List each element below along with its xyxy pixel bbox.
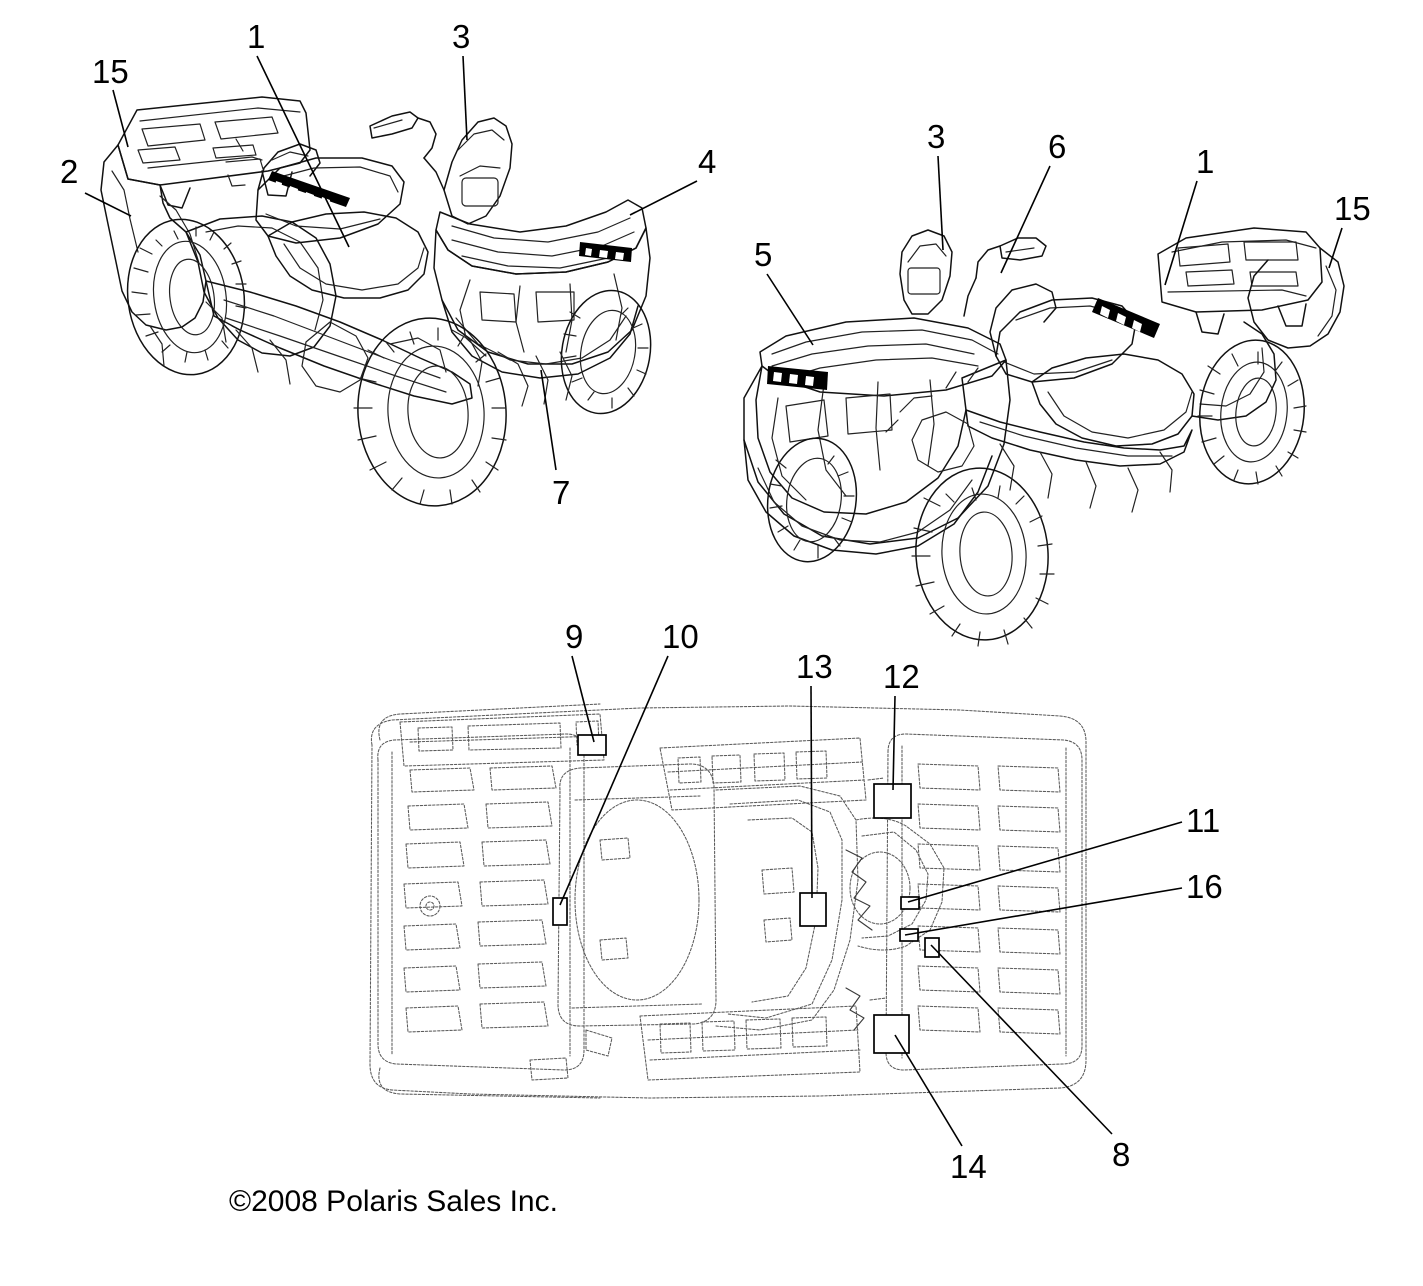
callout-number-15: 15 <box>92 53 129 90</box>
callout-number-3: 3 <box>452 18 471 55</box>
leader-line-12 <box>892 695 896 791</box>
leader-line-2 <box>84 192 132 217</box>
decal-marker-8 <box>924 937 940 958</box>
copyright-notice: ©2008 Polaris Sales Inc. <box>229 1185 558 1218</box>
leader-line-6 <box>1000 165 1051 274</box>
leader-line-5 <box>766 273 814 346</box>
tire-front-right-b <box>911 467 1055 647</box>
leader-line-11 <box>907 821 1183 903</box>
callout-number-13: 13 <box>796 648 833 685</box>
leader-line-15 <box>1328 227 1343 269</box>
callout-number-8: 8 <box>1112 1136 1131 1173</box>
polaris-front-decal-left-view <box>579 242 632 262</box>
leader-line-16 <box>904 887 1183 936</box>
leader-line-14 <box>894 1034 963 1147</box>
callout-number-2: 2 <box>60 153 79 190</box>
callout-number-16: 16 <box>1186 868 1223 905</box>
tire-front-left-far-b <box>766 437 858 563</box>
callout-number-1: 1 <box>1196 143 1215 180</box>
tire-front-left <box>353 317 507 507</box>
callout-number-1: 1 <box>247 18 266 55</box>
leader-line-4 <box>629 180 698 216</box>
decal-marker-14 <box>873 1014 910 1054</box>
callout-number-3: 3 <box>927 118 946 155</box>
callout-number-15: 15 <box>1334 190 1371 227</box>
leader-line-1 <box>256 55 350 248</box>
leader-line-7 <box>540 369 557 471</box>
tire-rear-left <box>126 218 247 376</box>
polaris-decal-right-view <box>1092 298 1160 338</box>
leader-line-3 <box>462 55 468 141</box>
callout-number-6: 6 <box>1048 128 1067 165</box>
decal-marker-10 <box>552 897 568 926</box>
decal-markers <box>552 734 940 1054</box>
view-top <box>369 703 1087 1099</box>
decal-marker-13 <box>799 892 827 927</box>
leader-line-9 <box>571 655 595 743</box>
callout-number-4: 4 <box>698 143 717 180</box>
view-left-rear-quarter <box>100 96 652 507</box>
leader-line-10 <box>559 655 669 906</box>
callout-number-7: 7 <box>552 474 571 511</box>
tire-rear-right-b <box>1197 339 1307 485</box>
callout-number-12: 12 <box>883 658 920 695</box>
decal-marker-9 <box>577 734 607 756</box>
leader-line-15 <box>112 89 129 148</box>
tire-front-right-far <box>560 289 652 415</box>
callout-number-5: 5 <box>754 236 773 273</box>
callout-number-9: 9 <box>565 618 584 655</box>
handlebar-left-view <box>369 111 445 191</box>
leader-line-13 <box>810 685 813 899</box>
polaris-front-decal-right-view <box>767 366 828 390</box>
leader-line-3 <box>937 155 944 251</box>
callout-leader-lines <box>84 55 1343 1147</box>
leader-line-1 <box>1164 180 1198 286</box>
leader-line-8 <box>930 944 1113 1135</box>
callout-number-11: 11 <box>1186 802 1221 839</box>
handlebar-right-view <box>963 237 1047 317</box>
callout-number-14: 14 <box>950 1148 987 1185</box>
view-right-front-quarter <box>743 227 1345 647</box>
callout-number-10: 10 <box>662 618 699 655</box>
polaris-decal-left-view <box>268 171 350 207</box>
